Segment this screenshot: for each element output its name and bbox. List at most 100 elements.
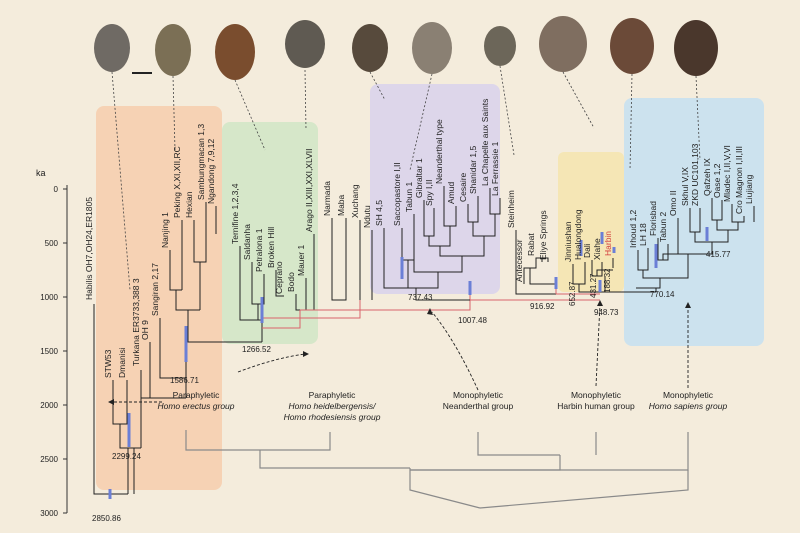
skull-image: [484, 26, 516, 66]
taxon-label: Mauer 1: [296, 245, 306, 276]
taxon-label: Oase 1,2: [712, 163, 722, 198]
tree-branch: [300, 290, 471, 311]
taxon-label: Cro Magnon I,II,III: [734, 146, 744, 214]
taxon-label: Ndutu: [362, 205, 372, 228]
group-caption-line: Monophyletic: [663, 390, 714, 400]
taxon-label: Steinheim: [506, 190, 516, 228]
node-date-bar: [705, 227, 709, 241]
y-axis-tick-label: 1000: [40, 293, 58, 302]
taxon-label: La Chapelle aux Saints: [480, 99, 490, 186]
taxon-label: Hualongdong: [573, 209, 583, 260]
sapiens-group-panel: [624, 98, 764, 346]
skull-image: [285, 20, 325, 68]
heidelbergensis-group-panel: [222, 122, 318, 344]
taxon-label: Maba: [336, 194, 346, 216]
group-caption-line: Monophyletic: [453, 390, 504, 400]
group-caption-italic: Homo heidelbergensis/: [289, 401, 378, 411]
skull-image: [215, 24, 255, 80]
group-caption-line: Monophyletic: [571, 390, 622, 400]
node-age-label: 415.77: [706, 250, 731, 259]
taxon-label: Florisbad: [648, 201, 658, 236]
taxon-label: Petralona 1: [254, 228, 264, 272]
taxon-label: Peking X,XI,XII,RC: [172, 146, 182, 218]
tree-branch: [262, 310, 301, 329]
node-age-label: 770.14: [650, 290, 675, 299]
taxon-label: Sangiran 2,17: [150, 263, 160, 316]
skull-leader-lines: [111, 65, 701, 291]
tree-branch: [636, 278, 661, 289]
taxon-label: Ngandong 7,9,12: [206, 139, 216, 204]
node-date-bar: [554, 277, 558, 289]
node-age-label: 431.27: [589, 273, 598, 298]
skull-image: [674, 20, 718, 76]
y-axis-tick-label: 3000: [40, 509, 58, 518]
taxon-label: Cesaire: [458, 172, 468, 202]
tree-branch: [600, 288, 657, 293]
skull-images: [94, 16, 718, 80]
taxon-label: Amud: [446, 182, 456, 204]
taxon-label: Gibraltar 1: [414, 158, 424, 198]
node-date-bar: [600, 232, 604, 244]
y-axis-label: ka: [36, 168, 46, 178]
harbin-group-panel: [558, 152, 624, 292]
node-age-label: 2850.86: [92, 514, 121, 523]
taxon-label: Eliye Springs: [538, 210, 548, 260]
node-date-bar: [468, 281, 472, 295]
group-caption-italic: Homo erectus group: [157, 401, 234, 411]
taxon-label: Nanjing 1: [160, 212, 170, 248]
tree-branch: [169, 250, 182, 291]
taxon-label: Antecessor: [514, 239, 524, 282]
taxon-label: Spy I,II: [424, 180, 434, 206]
taxon-label: Liujiang: [744, 174, 754, 204]
taxon-label: SH 4,5: [374, 200, 384, 226]
tree-branch: [275, 270, 284, 297]
taxon-label: Habilis OH7,OH24,ER1805: [84, 197, 94, 300]
tree-branch: [642, 254, 689, 279]
skull-image: [539, 16, 587, 72]
node-age-label: 188.32: [603, 268, 612, 293]
y-axis-tick-label: 2000: [40, 401, 58, 410]
taxon-label: Saldanha: [242, 224, 252, 260]
y-axis-tick-label: 2500: [40, 455, 58, 464]
taxon-label: Arago II,XIII,XXI,XLVII: [304, 149, 314, 232]
taxon-label: Turkana ER3733,388 3: [131, 278, 141, 366]
skull-image: [412, 22, 452, 74]
taxon-label: ZKD UC101,103: [690, 143, 700, 206]
taxon-label: Dali: [582, 243, 592, 258]
taxon-label: Neanderthal type: [434, 119, 444, 184]
taxon-label: Tabun 1: [404, 181, 414, 212]
taxon-label: Hexian: [184, 191, 194, 218]
node-date-bar: [184, 326, 188, 362]
node-age-label: 737.43: [408, 293, 433, 302]
tree-branch: [262, 300, 361, 319]
tree-branch: [140, 397, 150, 448]
taxon-label: La Ferrassie 1: [490, 141, 500, 196]
harbin-arrow: [595, 303, 601, 387]
group-caption-line: Paraphyletic: [309, 390, 357, 400]
skull-image: [155, 24, 191, 76]
taxon-label: Mladec I,II,V,VI: [722, 145, 732, 202]
taxon-label: Jinniushan: [563, 221, 573, 262]
taxon-label: Tabun 2: [658, 211, 668, 242]
tree-branch: [239, 246, 262, 321]
node-date-bar: [598, 280, 602, 292]
node-age-label: 1007.48: [458, 316, 487, 325]
taxon-label: Harbin: [603, 231, 613, 256]
node-date-bar: [400, 257, 404, 279]
group-caption-line: Neanderthal group: [443, 401, 514, 411]
taxon-label: Qafzeh IX: [702, 158, 712, 196]
node-age-label: 1266.52: [242, 345, 271, 354]
node-age-label: 2299.24: [112, 452, 141, 461]
y-axis-tick-label: 500: [45, 239, 59, 248]
node-date-bars: [108, 227, 709, 499]
node-date-bar: [654, 244, 658, 268]
tree-branch: [187, 310, 262, 343]
group-relationship-tree: [185, 430, 689, 509]
tree-branch: [523, 257, 549, 284]
taxon-label: Irhoud 1,2: [628, 209, 638, 248]
taxon-label: LH 18: [638, 223, 648, 246]
node-date-bar: [108, 489, 112, 499]
